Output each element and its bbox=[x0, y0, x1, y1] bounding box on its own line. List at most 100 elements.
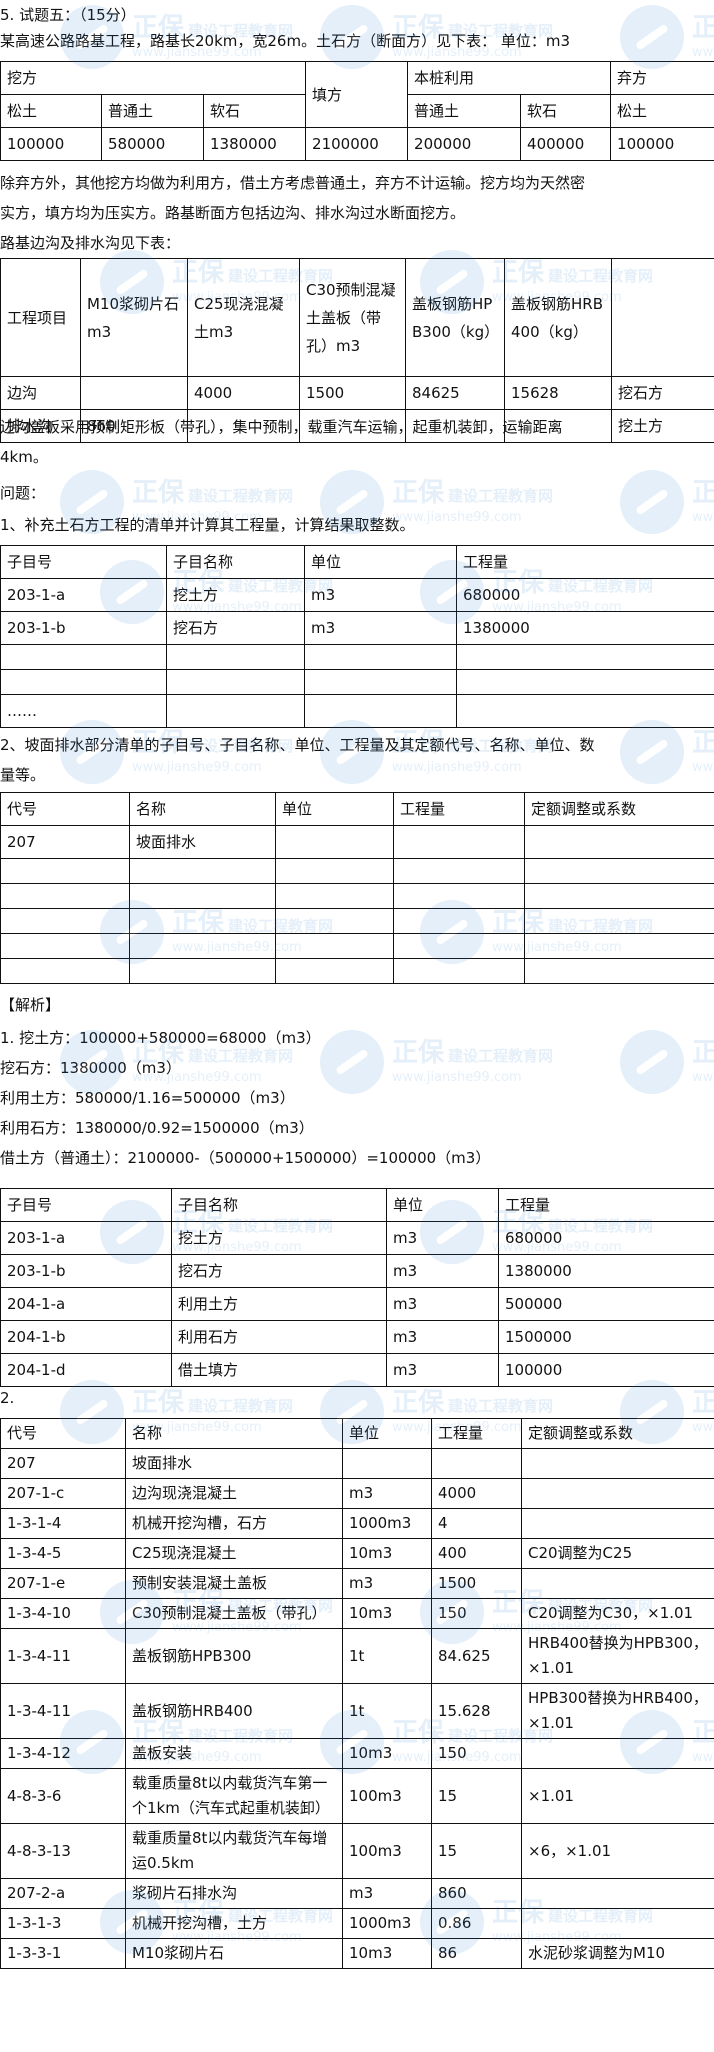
table-cell: 1-3-4-11 bbox=[0, 1683, 126, 1739]
table-cell: 204-1-d bbox=[0, 1353, 172, 1387]
table-cell: 10m3 bbox=[342, 1538, 432, 1569]
table-cell: 预制安装混凝土盖板 bbox=[125, 1568, 343, 1599]
watermark-logo-icon bbox=[620, 720, 684, 784]
table-cell bbox=[166, 644, 305, 670]
table-cell: 挖土方 bbox=[166, 578, 305, 612]
table-cell: 浆砌片石排水沟 bbox=[125, 1878, 343, 1909]
table-cell bbox=[0, 958, 130, 984]
table-cell bbox=[504, 409, 612, 443]
watermark-brand-text: 正保 bbox=[692, 478, 714, 508]
header-cell: C25现浇混凝土m3 bbox=[187, 258, 300, 377]
table-cell bbox=[304, 644, 457, 670]
watermark-subtitle: 建设工程教育网 bbox=[448, 487, 554, 505]
header-cell: 子目号 bbox=[0, 1188, 172, 1222]
table-cell: m3 bbox=[342, 1568, 432, 1599]
table-cell: 坡面排水 bbox=[125, 1448, 343, 1479]
table-cell: m3 bbox=[342, 1878, 432, 1909]
table-cell: 机械开挖沟槽，土方 bbox=[125, 1908, 343, 1939]
table-cell bbox=[0, 933, 130, 959]
watermark-brand-text: 正保 bbox=[392, 478, 445, 508]
analysis-line: 借土方（普通土）：2100000-（500000+1500000）=100000… bbox=[0, 1149, 491, 1167]
table-header-row: 子目号 子目名称 单位 工程量 bbox=[0, 1188, 714, 1222]
watermark-brand-text: 正保 bbox=[132, 478, 185, 508]
table-row bbox=[0, 958, 714, 984]
table-cell bbox=[524, 883, 714, 909]
table-header-row: 代号 名称 单位 工程量 定额调整或系数 bbox=[0, 792, 714, 826]
table-row bbox=[0, 858, 714, 884]
description-line: 实方，填方均为压实方。路基断面方包括边沟、排水沟过水断面挖方。 bbox=[0, 204, 466, 222]
table-cell bbox=[393, 933, 525, 959]
table-cell bbox=[431, 1448, 522, 1479]
earthwork-table: 挖方 填方 本桩利用 弃方 松土 普通土 软石 普通土 软石 松土 100000… bbox=[0, 61, 714, 161]
header-cell: M10浆砌片石m3 bbox=[80, 258, 188, 377]
table-cell: 150 bbox=[431, 1738, 522, 1769]
table-cell: HRB400替换为HPB300，×1.01 bbox=[521, 1628, 714, 1684]
table-cell bbox=[275, 933, 394, 959]
table-row: 204-1-b 利用石方 m3 1500000 bbox=[0, 1320, 714, 1354]
cover-description-line: 4km。 bbox=[0, 448, 48, 466]
table-cell: 15.628 bbox=[431, 1683, 522, 1739]
table-cell: 1-3-1-3 bbox=[0, 1908, 126, 1939]
table-cell: 1500 bbox=[299, 376, 406, 410]
table-row: …… bbox=[0, 694, 714, 728]
analysis-line: 1. 挖土方：100000+580000=68000（m3） bbox=[0, 1029, 321, 1047]
header-cell: C30预制混凝土盖板（带孔）m3 bbox=[299, 258, 406, 377]
header-use-soft-rock: 软石 bbox=[520, 94, 612, 128]
header-soft-rock: 软石 bbox=[202, 94, 307, 128]
table-cell: m3 bbox=[304, 611, 457, 645]
table-cell: 载重质量8t以内载货汽车第一个1km（汽车式起重机装卸） bbox=[125, 1768, 343, 1824]
table-cell: 1380000 bbox=[456, 611, 714, 645]
table-cell: 207-1-c bbox=[0, 1478, 126, 1509]
table-cell: 4000 bbox=[187, 376, 300, 410]
question-label: 问题： bbox=[0, 484, 46, 502]
watermark-url: www.jianshe99.com bbox=[132, 760, 262, 775]
table-cell bbox=[393, 908, 525, 934]
table-cell: 2100000 bbox=[305, 127, 409, 161]
table-cell: 1000m3 bbox=[342, 1508, 432, 1539]
table-cell: 机械开挖沟槽，石方 bbox=[125, 1508, 343, 1539]
header-local-use: 本桩利用 bbox=[407, 61, 612, 95]
header-cell: 工程量 bbox=[456, 545, 714, 579]
table-cell: 203-1-a bbox=[0, 1221, 172, 1255]
table-cell: C20调整为C30，×1.01 bbox=[521, 1598, 714, 1629]
watermark-brand: 正保建设工程教育网 bbox=[392, 1382, 553, 1419]
header-cell: 名称 bbox=[129, 792, 276, 826]
table-cell: 载重质量8t以内载货汽车每增运0.5km bbox=[125, 1823, 343, 1879]
header-cell: 名称 bbox=[125, 1418, 343, 1449]
question-intro: 某高速公路路基工程，路基长20km，宽26m。土石方（断面方）见下表： 单位：m… bbox=[0, 32, 571, 50]
table-header-row: 代号 名称 单位 工程量 定额调整或系数 bbox=[0, 1418, 714, 1449]
header-cell: 代号 bbox=[0, 1418, 126, 1449]
table-cell bbox=[524, 825, 714, 859]
question-2-table: 代号 名称 单位 工程量 定额调整或系数 207 坡面排水 bbox=[0, 792, 714, 984]
table-row bbox=[0, 933, 714, 959]
table-cell: 1380000 bbox=[498, 1254, 714, 1288]
table-cell bbox=[275, 858, 394, 884]
table-cell: 84.625 bbox=[431, 1628, 522, 1684]
table-cell: M10浆砌片石 bbox=[125, 1938, 343, 1969]
table-cell: 150 bbox=[431, 1598, 522, 1629]
table-cell bbox=[129, 933, 276, 959]
table-cell: 860 bbox=[80, 409, 188, 443]
table-header-row: 挖方 填方 本桩利用 弃方 bbox=[0, 61, 714, 128]
header-cell: 盖板钢筋HRB400（kg） bbox=[504, 258, 612, 377]
header-cell: 代号 bbox=[0, 792, 130, 826]
table-cell: m3 bbox=[386, 1353, 499, 1387]
table-cell bbox=[456, 694, 714, 728]
table-cell: 4000 bbox=[431, 1478, 522, 1509]
table-cell: 盖板钢筋HRB400 bbox=[125, 1683, 343, 1739]
table-cell bbox=[299, 409, 406, 443]
header-ordinary-soil: 普通土 bbox=[101, 94, 204, 128]
table-cell: 400000 bbox=[520, 127, 612, 161]
table-cell: 借土填方 bbox=[171, 1353, 387, 1387]
table-row: 203-1-b 挖石方 m3 1380000 bbox=[0, 611, 714, 645]
watermark-brand-text: 正保 bbox=[692, 13, 714, 43]
